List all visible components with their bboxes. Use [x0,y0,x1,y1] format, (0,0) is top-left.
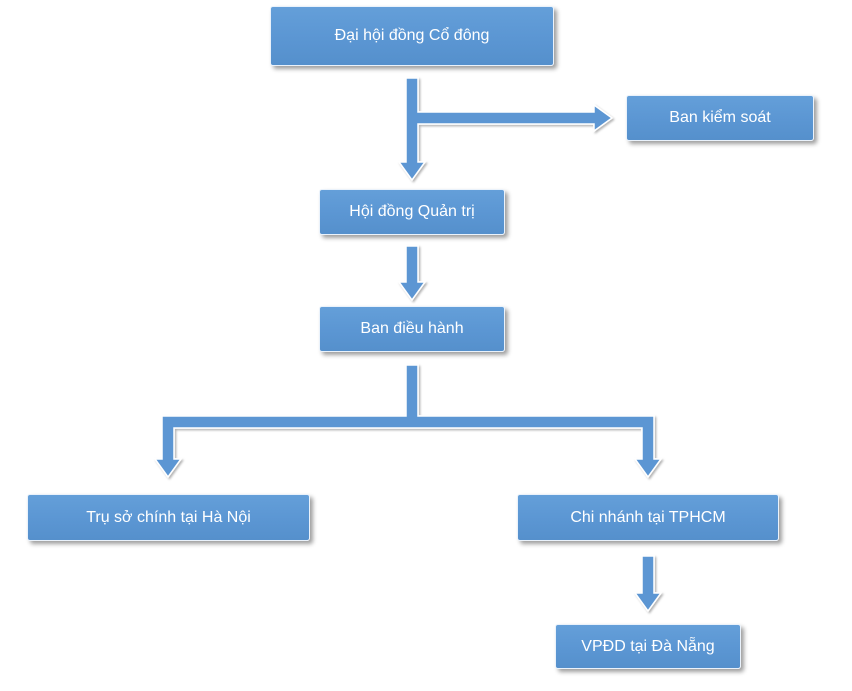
node-label: Trụ sở chính tại Hà Nội [86,508,251,526]
node-supervisory-board: Ban kiểm soát [626,95,814,141]
arrow-to-executive-board [397,245,427,302]
node-danang-office: VPĐD tại Đà Nẵng [555,624,741,669]
node-board-of-directors: Hội đồng Quản trị [319,189,505,235]
node-label: Chi nhánh tại TPHCM [570,508,726,526]
arrow-to-supervisory-board [397,77,614,182]
node-label: Đại hội đồng Cổ đông [334,27,490,44]
node-general-meeting: Đại hội đồng Cổ đông [270,6,554,66]
node-executive-board: Ban điều hành [319,306,505,352]
node-label: Ban điều hành [360,320,464,337]
node-label: Ban kiểm soát [669,109,771,126]
node-label: VPĐD tại Đà Nẵng [581,637,715,655]
node-label: Hội đồng Quản trị [349,203,475,220]
node-head-office: Trụ sở chính tại Hà Nội [27,494,310,541]
arrow-to-danang-office [633,555,663,613]
arrow-to-branches [153,364,663,479]
node-hcm-branch: Chi nhánh tại TPHCM [517,494,779,541]
